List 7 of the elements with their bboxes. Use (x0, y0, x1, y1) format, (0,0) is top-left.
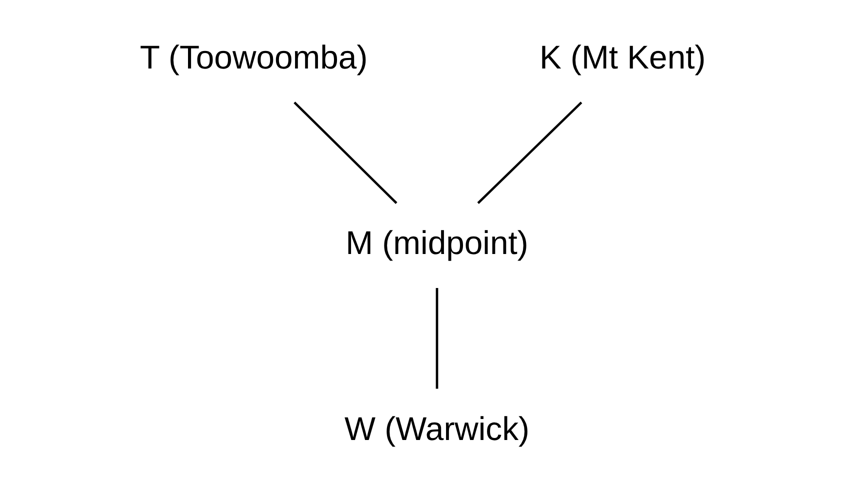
connector (293, 102, 397, 204)
node-text: K (Mt Kent) (538, 38, 706, 76)
node-text: T (Toowoomba) (139, 38, 368, 76)
connector (476, 102, 582, 204)
node-text: W (Warwick) (344, 410, 530, 447)
node-text: M (midpoint) (345, 224, 528, 262)
connector (435, 288, 438, 389)
